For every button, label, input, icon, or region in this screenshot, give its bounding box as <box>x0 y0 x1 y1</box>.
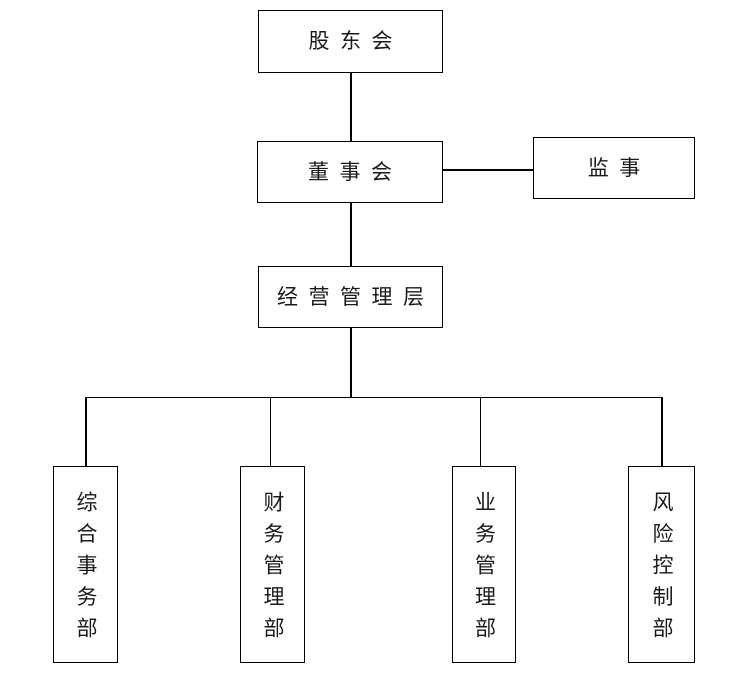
node-management-layer: 经营管理层 <box>258 266 443 328</box>
connector-drop-business <box>479 397 481 466</box>
node-label-dept-general-affairs: 综合事务部 <box>74 491 98 649</box>
node-label-supervisor: 监事 <box>587 155 651 180</box>
connector-drop-general-affairs <box>85 397 87 466</box>
node-label-dept-finance: 财务管理部 <box>261 491 285 649</box>
connector-drop-finance <box>269 397 271 466</box>
node-shareholders-meeting: 股东会 <box>258 10 443 73</box>
connector-trunk-horizontal <box>85 396 663 398</box>
connector-board-supervisor <box>443 169 533 171</box>
connector-board-management <box>350 203 352 266</box>
node-supervisor: 监事 <box>533 137 695 199</box>
connector-drop-risk-control <box>661 397 663 466</box>
node-dept-general-affairs: 综合事务部 <box>53 466 118 663</box>
node-label-shareholders: 股东会 <box>308 29 403 53</box>
node-dept-risk-control: 风险控制部 <box>628 466 695 663</box>
node-label-board: 董事会 <box>308 159 403 184</box>
node-label-dept-business: 业务管理部 <box>472 491 497 649</box>
node-dept-finance-management: 财务管理部 <box>240 466 305 663</box>
node-label-dept-risk: 风险控制部 <box>650 491 674 649</box>
node-label-management: 经营管理层 <box>277 284 435 309</box>
node-dept-business-management: 业务管理部 <box>452 466 516 663</box>
node-board-of-directors: 董事会 <box>257 141 443 203</box>
connector-management-trunk <box>350 328 352 397</box>
connector-shareholders-board <box>350 73 352 141</box>
